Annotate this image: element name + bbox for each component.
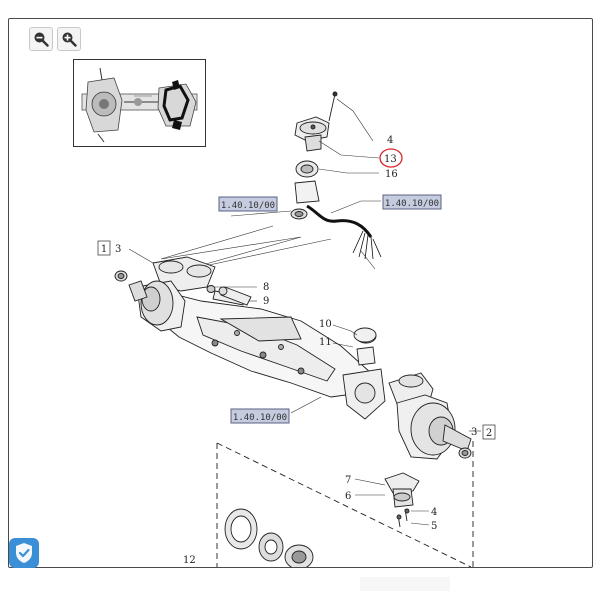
reference-label-top-right: 1.40.10/00 bbox=[385, 199, 439, 209]
part-number-labels: 4 13 16 3 8 9 10 11 3 7 6 4 5 12 bbox=[115, 135, 477, 566]
overview-thumbnail[interactable] bbox=[73, 59, 206, 147]
part-label-3-left[interactable]: 3 bbox=[115, 244, 121, 255]
axle-housing bbox=[150, 294, 386, 420]
reference-box-top-right[interactable]: 1.40.10/00 bbox=[382, 194, 442, 210]
highlight-circle[interactable] bbox=[379, 148, 403, 168]
diagram-viewer: 1.40.10/00 1.40.10/00 1.40.10/00 1 2 4 1… bbox=[8, 18, 593, 568]
part-label-4-bottom[interactable]: 4 bbox=[431, 507, 437, 518]
leader-lines-upper bbox=[160, 98, 381, 272]
axle-overview-image bbox=[81, 67, 198, 143]
security-badge[interactable] bbox=[9, 538, 39, 568]
leader-lines-lower bbox=[128, 248, 481, 526]
boxed-number-1-text: 1 bbox=[101, 244, 107, 255]
part-label-4-top[interactable]: 4 bbox=[387, 135, 393, 146]
upper-pivot-assembly bbox=[290, 91, 338, 220]
boxed-number-2-text: 2 bbox=[486, 428, 492, 439]
boxed-number-1[interactable]: 1 bbox=[97, 240, 111, 256]
zoom-in-button[interactable] bbox=[57, 27, 81, 51]
part-label-9[interactable]: 9 bbox=[263, 296, 269, 307]
part-label-5[interactable]: 5 bbox=[431, 521, 437, 532]
boxed-number-2[interactable]: 2 bbox=[482, 424, 496, 440]
part-label-16[interactable]: 16 bbox=[385, 169, 398, 180]
reference-box-top-left[interactable]: 1.40.10/00 bbox=[218, 196, 278, 212]
part-label-3-right[interactable]: 3 bbox=[471, 427, 477, 438]
part-label-13-top[interactable]: 13 bbox=[384, 154, 397, 165]
pin-and-washer-parts bbox=[218, 286, 377, 343]
magnifier-plus-icon bbox=[62, 32, 77, 47]
sensor-cable bbox=[306, 204, 382, 260]
left-steering-knuckle bbox=[114, 256, 246, 332]
front-axle-exploded-diagram: 1.40.10/00 1.40.10/00 1.40.10/00 1 2 4 1… bbox=[97, 91, 496, 567]
part-label-8[interactable]: 8 bbox=[263, 282, 269, 293]
lower-detail-section bbox=[216, 441, 474, 567]
reference-label-top-left: 1.40.10/00 bbox=[221, 201, 275, 211]
bottom-strip bbox=[360, 577, 450, 591]
part-label-11[interactable]: 11 bbox=[319, 337, 332, 348]
shield-check-icon bbox=[16, 543, 32, 563]
part-label-12-bottom[interactable]: 12 bbox=[183, 555, 196, 566]
right-steering-knuckle bbox=[355, 328, 472, 460]
part-label-7[interactable]: 7 bbox=[345, 475, 351, 486]
part-label-10[interactable]: 10 bbox=[319, 319, 332, 330]
part-label-6[interactable]: 6 bbox=[345, 491, 351, 502]
reference-label-bottom: 1.40.10/00 bbox=[233, 413, 287, 423]
lower-pivot-assembly bbox=[384, 472, 420, 528]
magnifier-minus-icon bbox=[34, 32, 49, 47]
zoom-out-button[interactable] bbox=[29, 27, 53, 51]
reference-box-bottom[interactable]: 1.40.10/00 bbox=[230, 408, 290, 424]
